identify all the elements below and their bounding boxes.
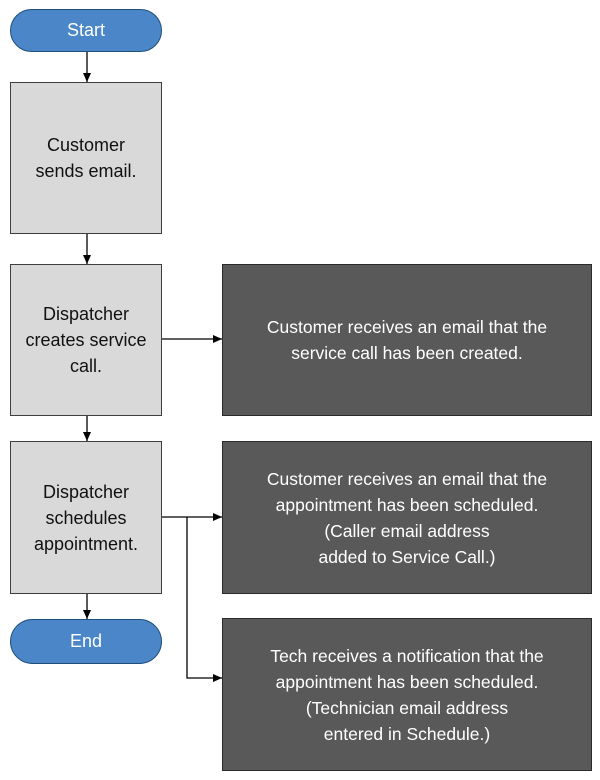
appointment-scheduled-tech-text: Tech receives a notification that the ap… [270, 645, 544, 744]
appointment-scheduled-customer-text: Customer receives an email that the appo… [266, 468, 548, 567]
start-terminal: Start [10, 9, 162, 52]
appointment-scheduled-customer-note: Customer receives an email that the appo… [222, 441, 592, 594]
dispatcher-creates-service-call-label: Dispatcher creates service call. [25, 304, 147, 376]
dispatcher-creates-service-call-step: Dispatcher creates service call. [10, 264, 162, 416]
customer-sends-email-step: Customer sends email. [10, 82, 162, 234]
end-terminal: End [10, 619, 162, 664]
service-call-created-text: Customer receives an email that the serv… [266, 317, 548, 363]
customer-sends-email-label: Customer sends email. [35, 135, 137, 181]
dispatcher-schedules-appointment-label: Dispatcher schedules appointment. [33, 481, 139, 554]
arrow-schedules-to-note3 [186, 517, 222, 682]
dispatcher-schedules-appointment-step: Dispatcher schedules appointment. [10, 441, 162, 594]
start-label: Start [66, 20, 105, 40]
end-label: End [69, 631, 103, 651]
appointment-scheduled-tech-note: Tech receives a notification that the ap… [222, 618, 592, 771]
service-call-created-note: Customer receives an email that the serv… [222, 264, 592, 416]
